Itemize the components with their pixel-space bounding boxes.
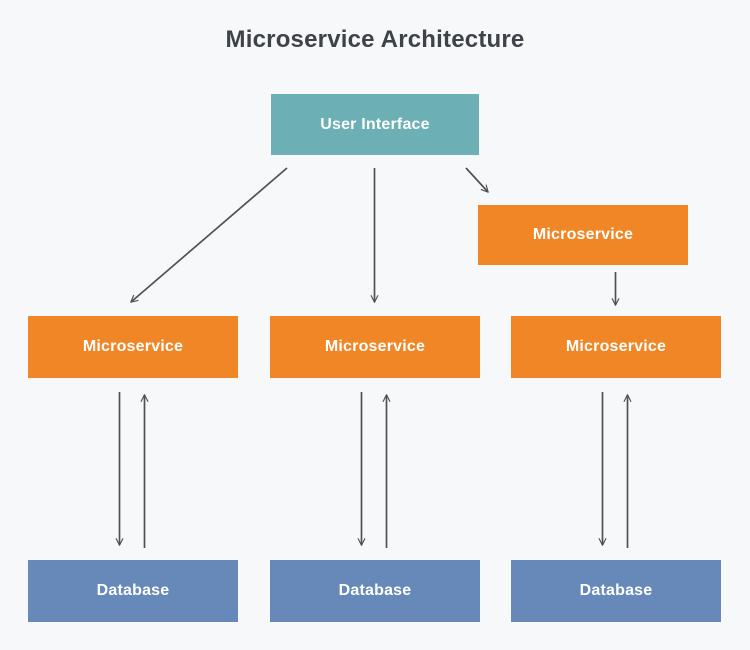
edge-ui-to-microservice-1: [130, 167, 288, 303]
node-label: Microservice: [532, 226, 634, 243]
node-microservice-2[interactable]: Microservice: [270, 316, 480, 378]
node-database-3[interactable]: Database: [511, 560, 721, 622]
node-label: Database: [338, 582, 412, 599]
node-microservice-3[interactable]: Microservice: [511, 316, 721, 378]
node-label: User Interface: [320, 115, 430, 133]
node-label: Microservice: [82, 338, 184, 355]
node-microservice-top-right[interactable]: Microservice: [478, 205, 688, 265]
page-title: Microservice Architecture: [225, 26, 525, 53]
node-database-1[interactable]: Database: [28, 560, 238, 622]
node-label: Database: [579, 582, 653, 599]
edge-ui-to-microservice-top-right: [465, 167, 489, 193]
node-label: Microservice: [565, 338, 667, 355]
node-label: Database: [96, 582, 170, 599]
node-database-2[interactable]: Database: [270, 560, 480, 622]
node-label: Microservice: [324, 338, 426, 355]
node-microservice-1[interactable]: Microservice: [28, 316, 238, 378]
node-user-interface[interactable]: User Interface: [271, 94, 479, 155]
